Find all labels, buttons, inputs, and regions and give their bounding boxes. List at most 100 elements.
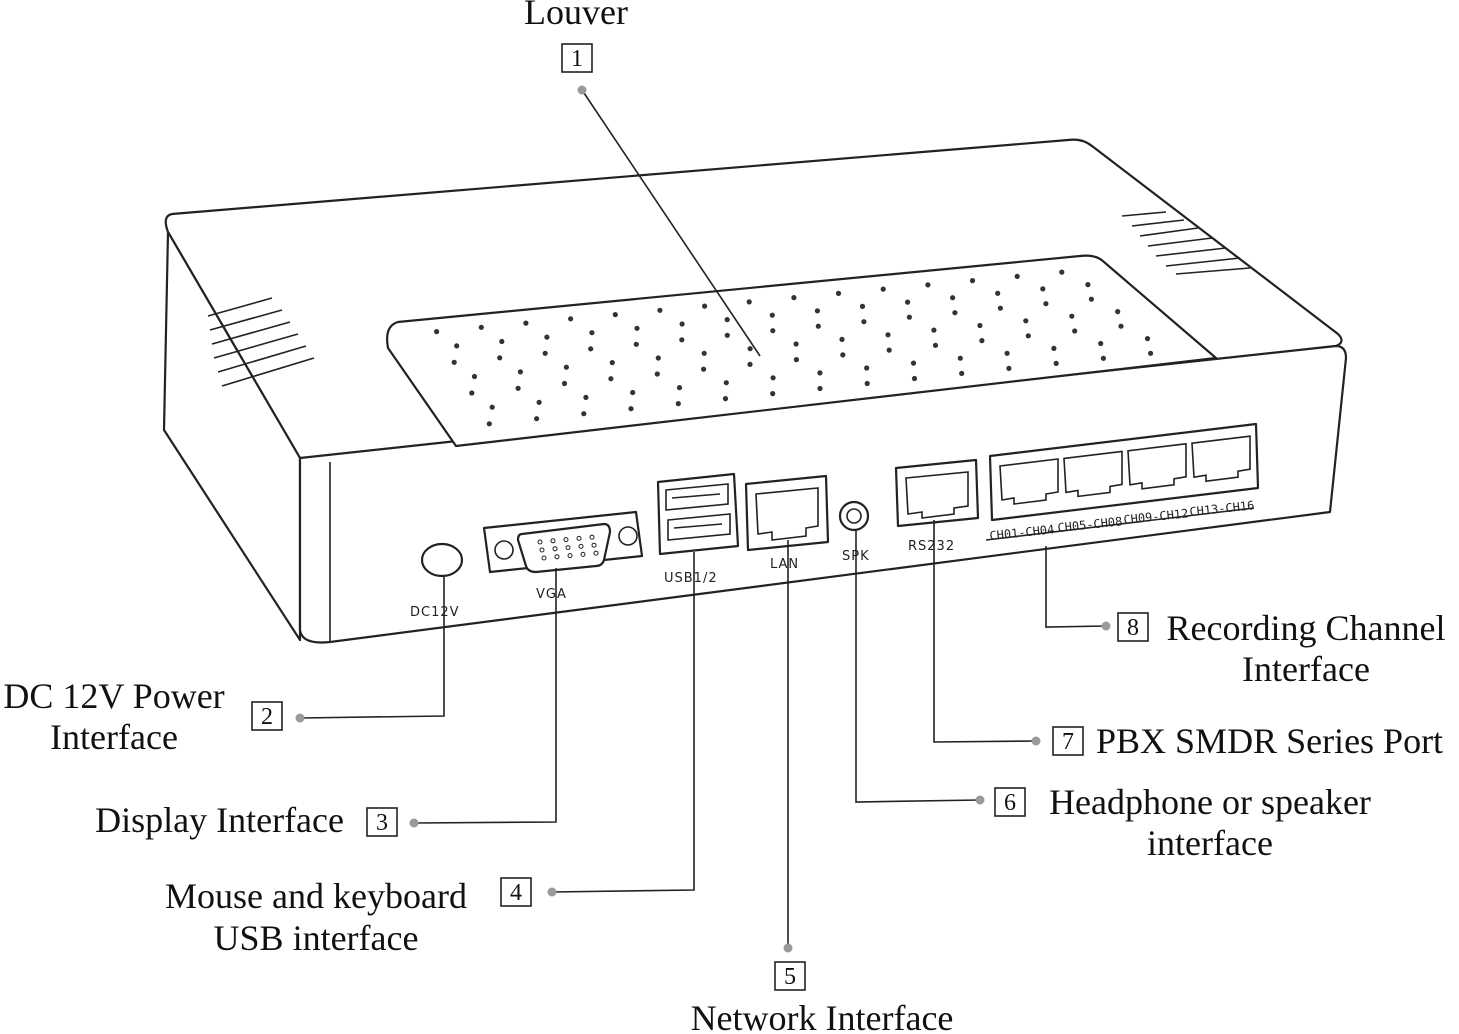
louver-hole (840, 352, 846, 358)
callout-4-label-line1: Mouse and keyboard (165, 876, 467, 916)
louver-hole (925, 282, 931, 288)
usb-port-label: USB1/2 (664, 571, 718, 586)
rs232-port-label: RS232 (908, 539, 955, 554)
callout-2-number-box (251, 701, 283, 731)
louver-hole (817, 385, 823, 392)
callout-6-number: 6 (1004, 790, 1016, 816)
right-vent-slots (1121, 211, 1251, 275)
louver-hole (950, 295, 956, 301)
louver-hole (1051, 345, 1057, 351)
callout-8-number-box (1117, 612, 1149, 642)
spk-port (838, 500, 870, 532)
dc-power-port (420, 542, 464, 578)
louver-hole (633, 341, 639, 347)
louver-hole (911, 375, 918, 382)
callout-8-label-line1: Recording Channel (1167, 608, 1446, 648)
louver-hole (523, 320, 529, 326)
louver-hole (1059, 269, 1065, 275)
vga-pin (552, 546, 558, 552)
louver-hole (910, 360, 917, 366)
vga-port (482, 510, 644, 574)
louver-hole (724, 332, 730, 338)
louver-hole (1118, 323, 1124, 329)
louver-hole (1072, 328, 1078, 334)
channel-label-3: CH09-CH12 (1123, 506, 1189, 527)
louver-hole (701, 350, 707, 356)
louver-hole (817, 370, 823, 376)
vga-pin (539, 547, 545, 553)
vga-pin (554, 554, 560, 560)
louver-hole (880, 286, 886, 292)
louver-hole (793, 357, 800, 363)
vga-pin (537, 539, 543, 545)
louver-hole (793, 341, 799, 347)
louver-hole (701, 366, 707, 372)
louver-hole (478, 324, 484, 330)
louver-hole (499, 338, 505, 345)
louver-hole (454, 343, 460, 349)
louver-hole (612, 312, 618, 318)
louver-hole (471, 373, 478, 380)
louver-hole (1115, 309, 1121, 315)
louver-hole (469, 390, 475, 396)
louver-hole (722, 396, 729, 402)
louver-hole (770, 391, 776, 397)
callout-5-number: 5 (784, 964, 796, 990)
callout-1: Louver 1 (524, 0, 628, 73)
callout-6-number-box (994, 787, 1026, 817)
louver-hole (630, 389, 636, 396)
louver-hole (434, 329, 440, 335)
louver-hole (1040, 286, 1046, 292)
callout-7-number-box (1052, 726, 1084, 756)
louver-hole (932, 342, 939, 348)
vga-pin (593, 550, 599, 556)
callout-6: 6 Headphone or speaker interface (994, 782, 1371, 863)
louver-hole (995, 290, 1001, 296)
louver-hole (654, 371, 660, 377)
callout-3-number: 3 (376, 810, 388, 836)
callout-4: Mouse and keyboard USB interface 4 (165, 876, 532, 958)
louver-hole (536, 399, 542, 405)
louver-hole (1053, 360, 1059, 366)
rj-jack (1063, 450, 1123, 498)
louver-hole (746, 299, 752, 305)
louver-hole (969, 278, 976, 284)
vga-port-label: VGA (536, 587, 567, 602)
louver-hole (770, 375, 776, 381)
vga-pin (576, 535, 582, 541)
louver-hole (628, 406, 634, 412)
rj-jack (999, 458, 1059, 505)
louver-hole (747, 361, 753, 367)
louver-hole (886, 347, 892, 353)
rj-jack (1127, 442, 1187, 490)
louver-hole (657, 307, 663, 313)
louver-hole (905, 299, 911, 305)
vga-pin (550, 538, 556, 544)
louver-hole (486, 421, 492, 427)
callout-6-label-line2: interface (1147, 823, 1273, 863)
louver-hole (1085, 282, 1091, 288)
device-left-side (162, 230, 302, 642)
callout-4-number-box (500, 877, 532, 907)
louver-hole (770, 328, 776, 334)
louver-hole (581, 411, 587, 417)
louver-hole (497, 355, 503, 361)
louver-hole (864, 365, 870, 371)
louver-hole (561, 380, 568, 387)
callout-7-label: PBX SMDR Series Port (1096, 721, 1443, 761)
channel-underline (985, 507, 1255, 541)
callout-6-label-line1: Headphone or speaker (1049, 782, 1371, 822)
louver-hole (747, 346, 753, 352)
vga-pin (567, 553, 573, 559)
louver-hole (1144, 336, 1151, 342)
louver-hole (839, 336, 845, 342)
callout-3-number-box (366, 807, 398, 837)
callout-8-number: 8 (1127, 615, 1139, 641)
louver-hole (679, 337, 685, 343)
louver-hole (952, 310, 958, 316)
device-body (162, 138, 1348, 644)
usb-port-stack (656, 472, 740, 556)
louver-hole (724, 317, 730, 323)
callout-7: 7 PBX SMDR Series Port (1052, 721, 1443, 761)
